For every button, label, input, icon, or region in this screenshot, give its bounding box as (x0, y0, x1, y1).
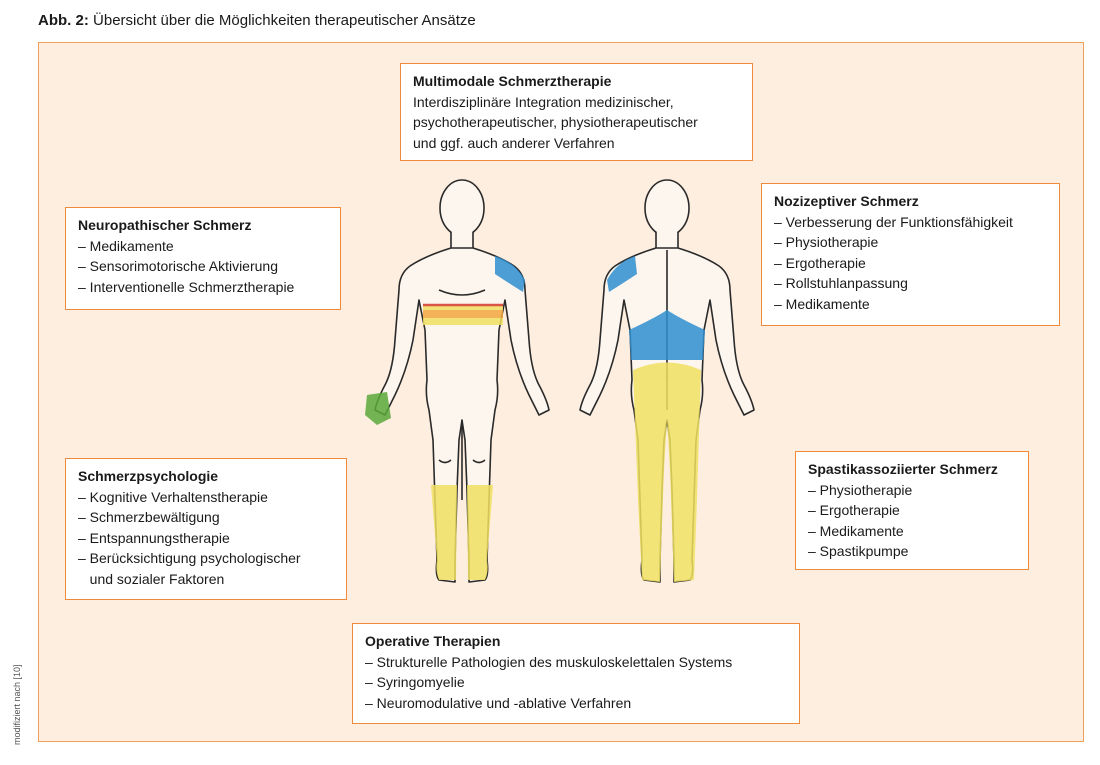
list-item: – Verbesserung der Funktionsfähigkeit (774, 213, 1013, 230)
front-chest-orange-band (423, 310, 503, 318)
front-left-leg-yellow-zone (431, 485, 457, 580)
multimodal-line: Interdisziplinäre Integration medizinisc… (413, 93, 674, 110)
list-item: – Medikamente (774, 295, 870, 312)
list-item: – Ergotherapie (774, 254, 866, 271)
nociceptive-title: Nozizeptiver Schmerz (774, 193, 919, 209)
front-figure (374, 179, 550, 583)
list-item: – Kognitive Verhaltenstherapie (78, 488, 268, 505)
list-item: – Schmerzbewältigung (78, 509, 220, 525)
spasticity-pain-box: Spastikassoziierter Schmerz – Physiother… (795, 451, 1029, 570)
list-item: – Rollstuhlanpassung (774, 275, 908, 291)
psychology-title: Schmerzpsychologie (78, 468, 219, 484)
neuropathic-title: Neuropathischer Schmerz (78, 217, 252, 233)
list-item: – Interventionelle Schmerztherapie (78, 278, 295, 295)
list-item: – Berücksichtigung psychologischer (78, 550, 301, 566)
front-hand-green-zone (365, 392, 391, 425)
front-right-leg-yellow-zone (467, 485, 493, 580)
list-item: – Medikamente (808, 522, 904, 539)
spasticity-title: Spastikassoziierter Schmerz (808, 461, 998, 477)
back-lower-blue-zone (629, 310, 705, 360)
list-item: – Spastikpumpe (808, 543, 909, 559)
list-item: – Entspannungstherapie (78, 529, 230, 546)
list-item: – Physiotherapie (808, 481, 913, 498)
operative-therapies-box: Operative Therapien – Strukturelle Patho… (352, 623, 800, 724)
back-shoulder-blue-zone (607, 256, 637, 292)
list-item: – Physiotherapie (774, 234, 879, 250)
operative-title: Operative Therapien (365, 633, 501, 649)
list-item: und sozialer Faktoren (78, 570, 225, 587)
back-buttocks-legs-yellow-zone (633, 362, 701, 582)
front-shoulder-blue-zone (495, 256, 525, 292)
multimodal-therapy-box: Multimodale Schmerztherapie Interdiszipl… (400, 63, 753, 161)
list-item: – Syringomyelie (365, 674, 465, 690)
list-item: – Sensorimotorische Aktivierung (78, 258, 278, 274)
list-item: – Ergotherapie (808, 502, 900, 518)
neuropathic-pain-box: Neuropathischer Schmerz – Medikamente – … (65, 207, 341, 310)
multimodal-line: und ggf. auch anderer Verfahren (413, 134, 615, 151)
caption-label: Abb. 2: (38, 12, 89, 29)
pain-psychology-box: Schmerzpsychologie – Kognitive Verhalten… (65, 458, 347, 600)
caption-text: Übersicht über die Möglichkeiten therape… (93, 12, 476, 29)
nociceptive-pain-box: Nozizeptiver Schmerz – Verbesserung der … (761, 183, 1060, 326)
list-item: – Medikamente (78, 237, 174, 254)
source-note: modifiziert nach [10] (12, 664, 22, 745)
multimodal-line: psychotherapeutischer, physiotherapeutis… (413, 114, 698, 130)
list-item: – Neuromodulative und -ablative Verfahre… (365, 694, 632, 711)
list-item: – Strukturelle Pathologien des muskulosk… (365, 653, 733, 670)
multimodal-title: Multimodale Schmerztherapie (413, 73, 612, 89)
body-figures-illustration (365, 179, 755, 583)
figure-caption: Abb. 2: Übersicht über die Möglichkeiten… (38, 12, 476, 29)
